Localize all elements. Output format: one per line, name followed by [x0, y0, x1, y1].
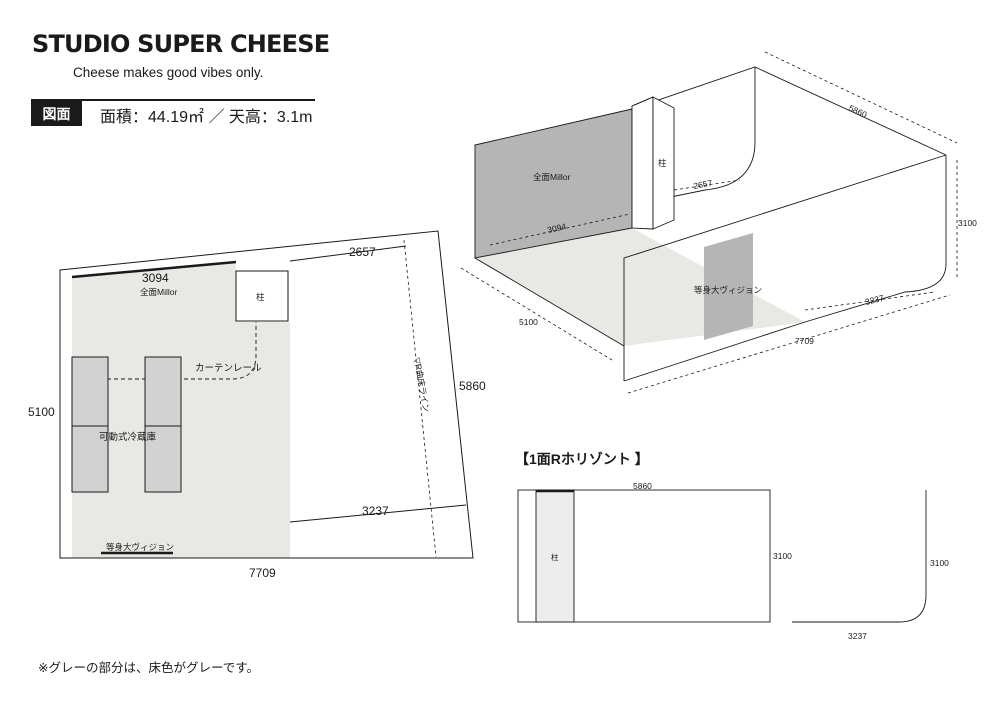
drawing-badge: 図面 [31, 101, 82, 126]
elevation-r-curve [792, 490, 927, 623]
fridge-label: 可動式冷蔵庫 [99, 431, 157, 443]
isometric-view: 5860 柱 全面Millor 2657 3094 3100 等身大ヴィジョン … [460, 51, 977, 394]
dim-3237-plan: 3237 [362, 504, 389, 518]
iso-cyclorama-back [631, 67, 756, 206]
r-line-label: ▽R曲床ライン [412, 357, 431, 413]
elevation-dim-5860: 5860 [633, 481, 652, 491]
iso-top-back-edge [631, 66, 947, 156]
mirror-label: 全面Millor [140, 287, 177, 297]
fridge-left [71, 356, 109, 493]
plan-outline [59, 230, 474, 559]
iso-dim-top-line [764, 51, 958, 144]
footnote: ※グレーの部分は、床色がグレーです。 [38, 661, 259, 675]
dim-5860-plan: 5860 [459, 379, 486, 393]
dim-line-3237 [289, 504, 467, 523]
iso-pillar-top [631, 96, 654, 107]
iso-right-wall [804, 155, 947, 323]
iso-dim-5860: 5860 [847, 103, 869, 120]
elevation-pillar-label: 柱 [551, 552, 559, 562]
mirror-wall-line [71, 260, 237, 279]
elevation-view: 5860 柱 3100 3100 3237 [517, 481, 949, 641]
iso-dim-2657-line [673, 179, 741, 191]
iso-front-bottom [623, 321, 806, 382]
iso-dim-3237-line [804, 291, 936, 311]
curtain-label: カーテンレール [195, 363, 262, 374]
iso-pillar-front [631, 96, 654, 230]
iso-dim-3100: 3100 [958, 218, 977, 228]
elevation-wall [517, 489, 771, 623]
pillar-box [235, 270, 289, 322]
dim-7709-plan: 7709 [249, 566, 276, 580]
elevation-dim-3100: 3100 [773, 551, 792, 561]
fridge-right [144, 356, 182, 493]
dim-2657: 2657 [349, 245, 376, 259]
iso-vision-panel [704, 233, 753, 340]
iso-vision-label: 等身大ヴィジョン [694, 285, 762, 295]
spec-divider [31, 99, 315, 101]
brand-title: STUDIO SUPER CHEESE [32, 30, 330, 58]
iso-dim-2657: 2657 [693, 178, 714, 191]
area-height-spec: 面積：44.19㎡ ／ 天高：3.1m [100, 109, 313, 126]
dim-line-2657 [289, 245, 407, 262]
tagline: Cheese makes good vibes only. [73, 65, 264, 80]
floor-plan: 3094 全面Millor 柱 2657 カーテンレール 可動式冷蔵庫 ▽R曲床… [28, 230, 486, 580]
curtain-rail [72, 322, 257, 380]
iso-dim-7709-line [627, 294, 951, 394]
iso-front-frame [623, 154, 947, 381]
iso-dim-3094: 3094 [546, 221, 567, 235]
iso-dim-5100: 5100 [519, 317, 538, 327]
vision-label: 等身大ヴィジョン [106, 542, 174, 552]
iso-dim-3237: 3237 [864, 293, 885, 307]
elevation-pillar [535, 489, 575, 623]
dim-3094: 3094 [142, 271, 169, 285]
iso-dim-7709: 7709 [795, 336, 814, 346]
pillar-label: 柱 [256, 292, 265, 302]
dim-5100: 5100 [28, 405, 55, 419]
iso-pillar-side [652, 96, 675, 230]
r-curve-line [403, 239, 437, 558]
iso-pillar-label: 柱 [658, 158, 667, 168]
iso-floor-left-edge [474, 257, 625, 347]
elevation-title: 【1面Rホリゾント 】 [515, 451, 649, 467]
iso-mirror-label: 全面Millor [533, 172, 570, 182]
elevation-dim-3237: 3237 [848, 631, 867, 641]
elevation-dim-3100-side: 3100 [930, 558, 949, 568]
